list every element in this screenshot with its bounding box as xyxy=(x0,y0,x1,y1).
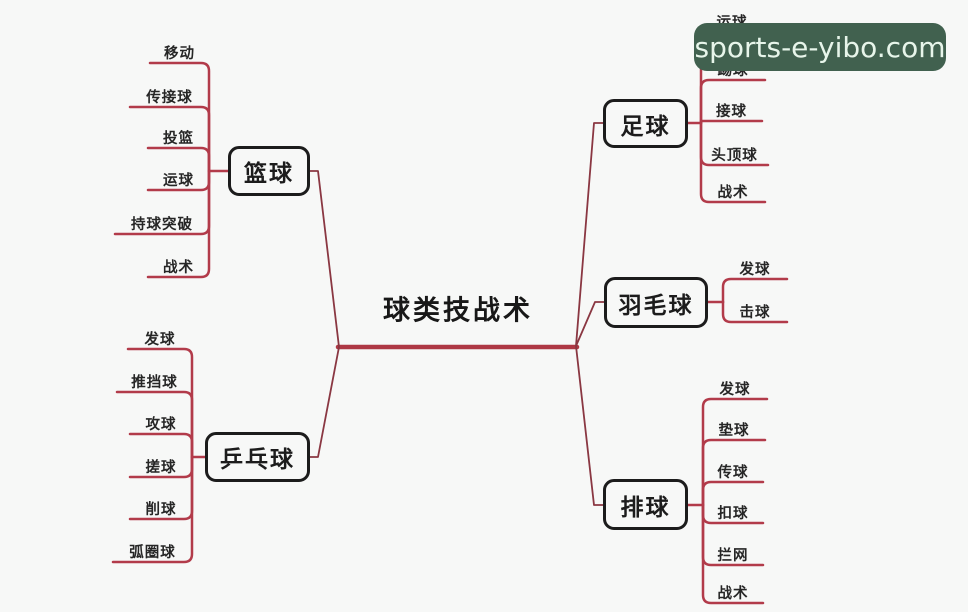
branch-node-badminton: 羽毛球 xyxy=(604,277,708,328)
connector-path xyxy=(701,503,765,605)
leaf-label-volleyball-4: 拦网 xyxy=(717,548,749,564)
connector-path xyxy=(309,170,340,348)
leaf-label-volleyball-0: 发球 xyxy=(719,382,751,398)
leaf-label-football-4: 战术 xyxy=(717,185,749,201)
connector-path xyxy=(721,300,789,324)
branch-node-football: 足球 xyxy=(603,99,688,148)
leaf-label-table-tennis-5: 弧圈球 xyxy=(129,545,176,561)
branch-node-volleyball: 排球 xyxy=(603,479,688,530)
connector-path xyxy=(146,146,211,173)
leaf-label-volleyball-2: 传球 xyxy=(717,465,749,481)
watermark-badge: sports-e-yibo.com xyxy=(694,23,946,71)
watermark-text: sports-e-yibo.com xyxy=(694,30,946,64)
leaf-label-basketball-3: 运球 xyxy=(163,173,194,189)
connector-path xyxy=(111,455,194,564)
leaf-label-volleyball-3: 扣球 xyxy=(717,506,749,522)
branch-node-basketball: 篮球 xyxy=(228,146,310,196)
connector-path xyxy=(699,119,764,125)
leaf-label-basketball-5: 战术 xyxy=(163,260,194,276)
connector-path xyxy=(575,122,604,347)
connector-path xyxy=(309,346,340,458)
connector-path xyxy=(701,438,767,507)
leaf-label-basketball-1: 传接球 xyxy=(146,90,193,106)
connector-path xyxy=(128,105,211,173)
connector-path xyxy=(148,61,211,173)
root-node-title: 球类技战术 xyxy=(383,295,533,327)
leaf-label-football-2: 接球 xyxy=(716,104,747,120)
connector-path xyxy=(699,78,767,125)
leaf-label-volleyball-1: 垫球 xyxy=(718,423,750,439)
connector-path xyxy=(128,432,194,459)
connector-path xyxy=(575,301,605,347)
leaf-label-volleyball-5: 战术 xyxy=(717,586,749,602)
leaf-label-badminton-1: 击球 xyxy=(739,305,771,321)
connector-path xyxy=(146,169,211,279)
leaf-label-table-tennis-0: 发球 xyxy=(144,332,176,348)
connector-path xyxy=(701,397,769,507)
leaf-label-table-tennis-3: 搓球 xyxy=(145,460,177,476)
leaf-label-basketball-2: 投篮 xyxy=(163,131,194,147)
connector-path xyxy=(721,277,789,304)
connector-path xyxy=(699,121,767,204)
leaf-label-basketball-4: 持球突破 xyxy=(131,217,193,233)
leaf-label-table-tennis-2: 攻球 xyxy=(145,417,177,433)
leaf-label-table-tennis-4: 削球 xyxy=(145,502,177,518)
branch-node-table-tennis: 乒乓球 xyxy=(205,432,310,482)
connector-path xyxy=(701,480,765,507)
leaf-label-football-3: 头顶球 xyxy=(711,148,758,164)
leaf-label-basketball-0: 移动 xyxy=(164,46,195,62)
connector-path xyxy=(126,347,194,459)
leaf-label-badminton-0: 发球 xyxy=(739,262,771,278)
connector-path xyxy=(115,390,194,459)
connector-path xyxy=(575,345,604,506)
leaf-label-table-tennis-1: 推挡球 xyxy=(131,375,178,391)
